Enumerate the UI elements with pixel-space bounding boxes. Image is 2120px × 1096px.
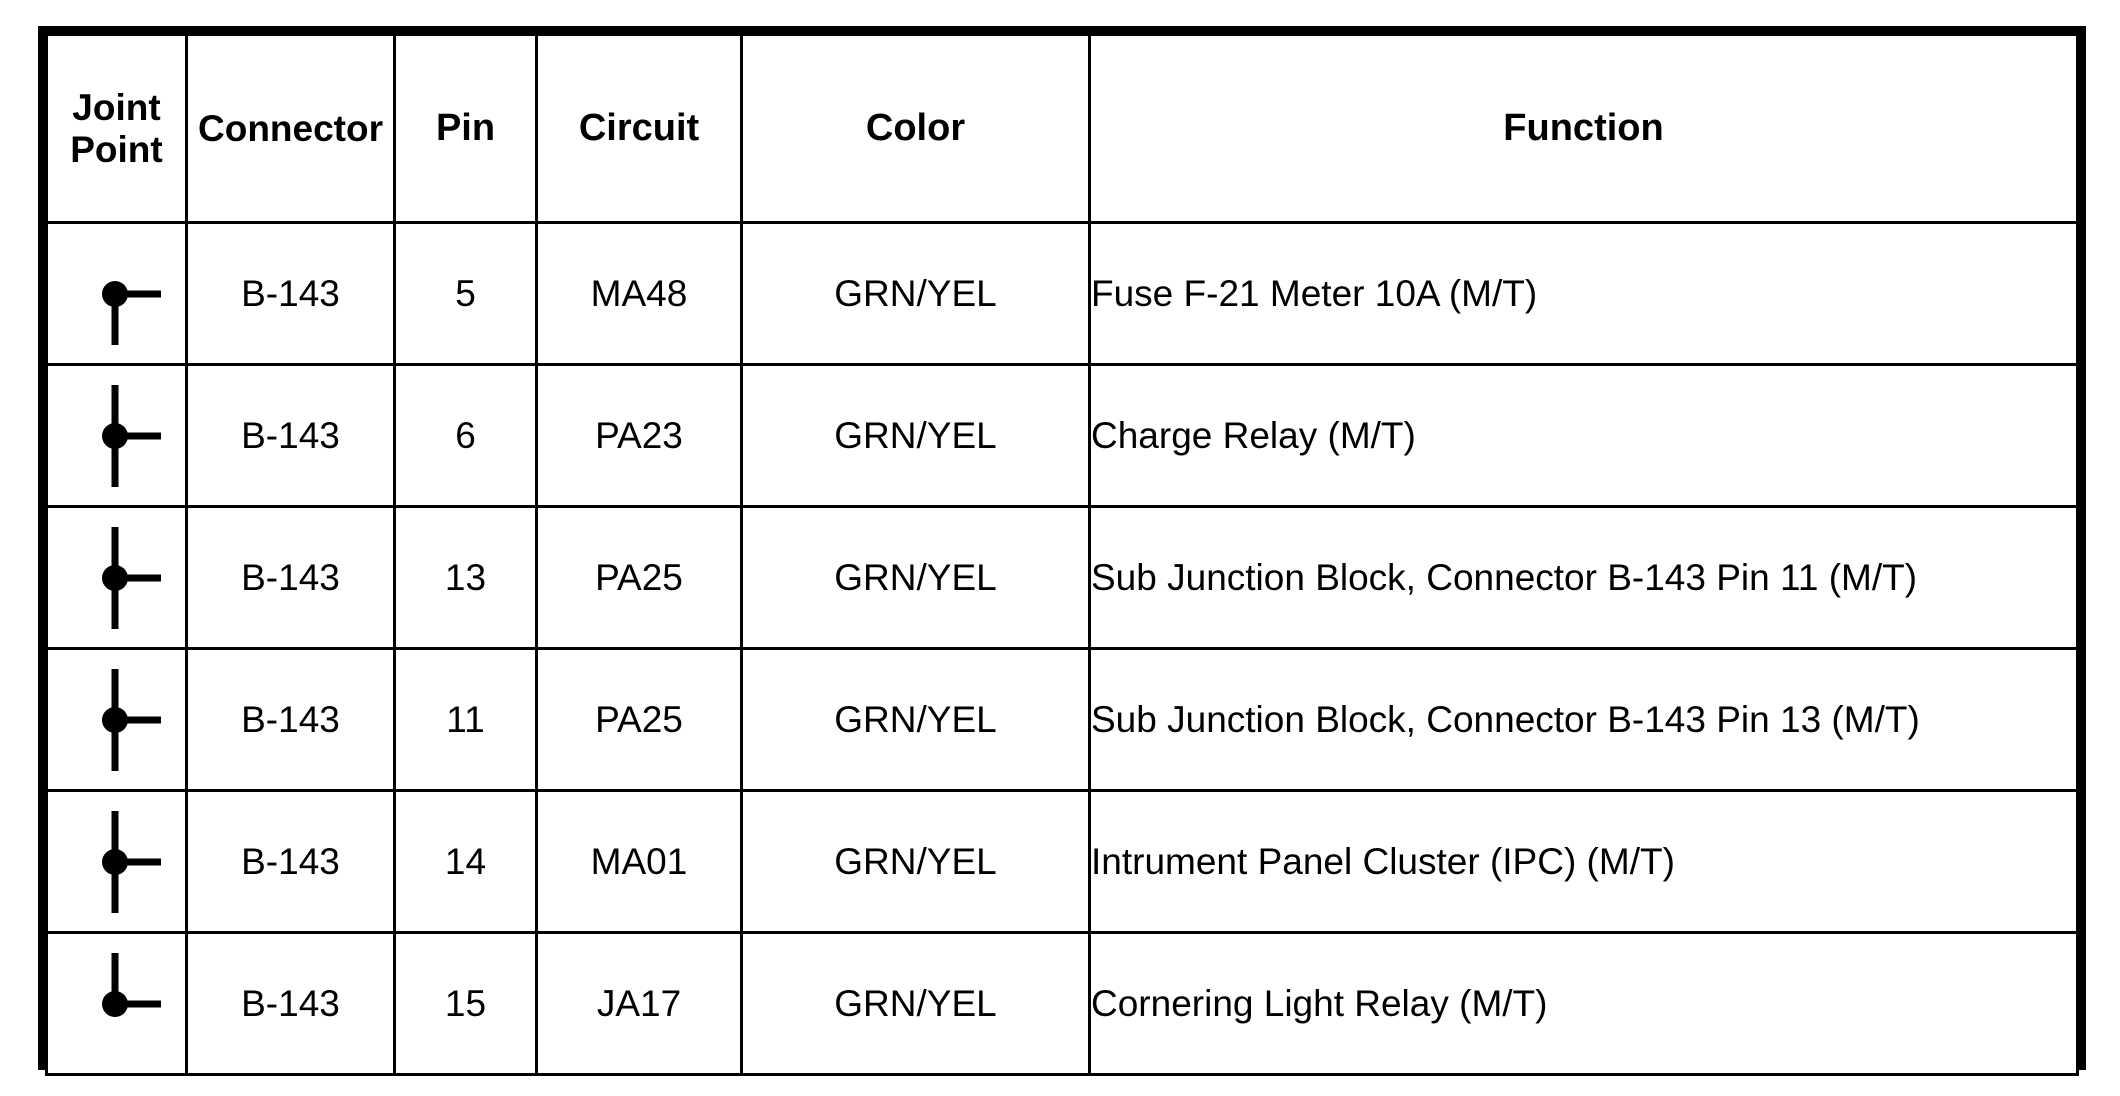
cell-joint-point [45, 505, 188, 650]
cell-color: GRN/YEL [740, 931, 1091, 1076]
cell-connector: B-143 [185, 363, 396, 508]
cell-color: GRN/YEL [740, 505, 1091, 650]
cell-joint-point [45, 931, 188, 1076]
cell-connector: B-143 [185, 647, 396, 792]
column-header-connector: Connector [185, 33, 396, 224]
cell-color: GRN/YEL [740, 363, 1091, 508]
cell-joint-point [45, 221, 188, 366]
cell-circuit: JA17 [535, 931, 743, 1076]
cell-circuit: MA48 [535, 221, 743, 366]
cell-connector: B-143 [185, 789, 396, 934]
cell-color: GRN/YEL [740, 221, 1091, 366]
cell-circuit: PA25 [535, 647, 743, 792]
cell-function: Fuse F-21 Meter 10A (M/T) [1088, 221, 2079, 366]
cell-connector: B-143 [185, 931, 396, 1076]
table-header-row: Joint Point Connector Pin Circuit Color … [45, 33, 2079, 224]
cell-connector: B-143 [185, 505, 396, 650]
cell-pin: 13 [393, 505, 538, 650]
cell-pin: 5 [393, 221, 538, 366]
cell-circuit: PA23 [535, 363, 743, 508]
joint-down-right-icon [48, 235, 185, 353]
cell-pin: 11 [393, 647, 538, 792]
column-header-joint-point: Joint Point [45, 33, 188, 224]
cell-function: Cornering Light Relay (M/T) [1088, 931, 2079, 1076]
column-header-circuit: Circuit [535, 33, 743, 224]
cell-pin: 14 [393, 789, 538, 934]
cell-joint-point [45, 647, 188, 792]
table-header: Joint Point Connector Pin Circuit Color … [45, 33, 2079, 224]
cell-joint-point [45, 789, 188, 934]
joint-through-right-icon [48, 803, 185, 921]
cell-pin: 15 [393, 931, 538, 1076]
column-header-joint-point-line1: Joint [72, 87, 161, 129]
cell-pin: 6 [393, 363, 538, 508]
cell-circuit: PA25 [535, 505, 743, 650]
joint-point-table-container: Joint Point Connector Pin Circuit Color … [38, 26, 2086, 1076]
cell-function: Charge Relay (M/T) [1088, 363, 2079, 508]
cell-color: GRN/YEL [740, 789, 1091, 934]
joint-up-right-icon [48, 945, 185, 1063]
cell-joint-point [45, 363, 188, 508]
cell-function: Intrument Panel Cluster (IPC) (M/T) [1088, 789, 2079, 934]
cell-function: Sub Junction Block, Connector B-143 Pin … [1088, 505, 2079, 650]
column-header-joint-point-line2: Point [70, 128, 163, 170]
joint-through-right-icon [48, 661, 185, 779]
cell-function: Sub Junction Block, Connector B-143 Pin … [1088, 647, 2079, 792]
cell-color: GRN/YEL [740, 647, 1091, 792]
joint-through-right-icon [48, 519, 185, 637]
cell-circuit: MA01 [535, 789, 743, 934]
joint-through-right-icon [48, 377, 185, 495]
column-header-function: Function [1088, 33, 2079, 224]
column-header-pin: Pin [393, 33, 538, 224]
joint-point-table: Joint Point Connector Pin Circuit Color … [45, 33, 2079, 1076]
cell-connector: B-143 [185, 221, 396, 366]
column-header-color: Color [740, 33, 1091, 224]
